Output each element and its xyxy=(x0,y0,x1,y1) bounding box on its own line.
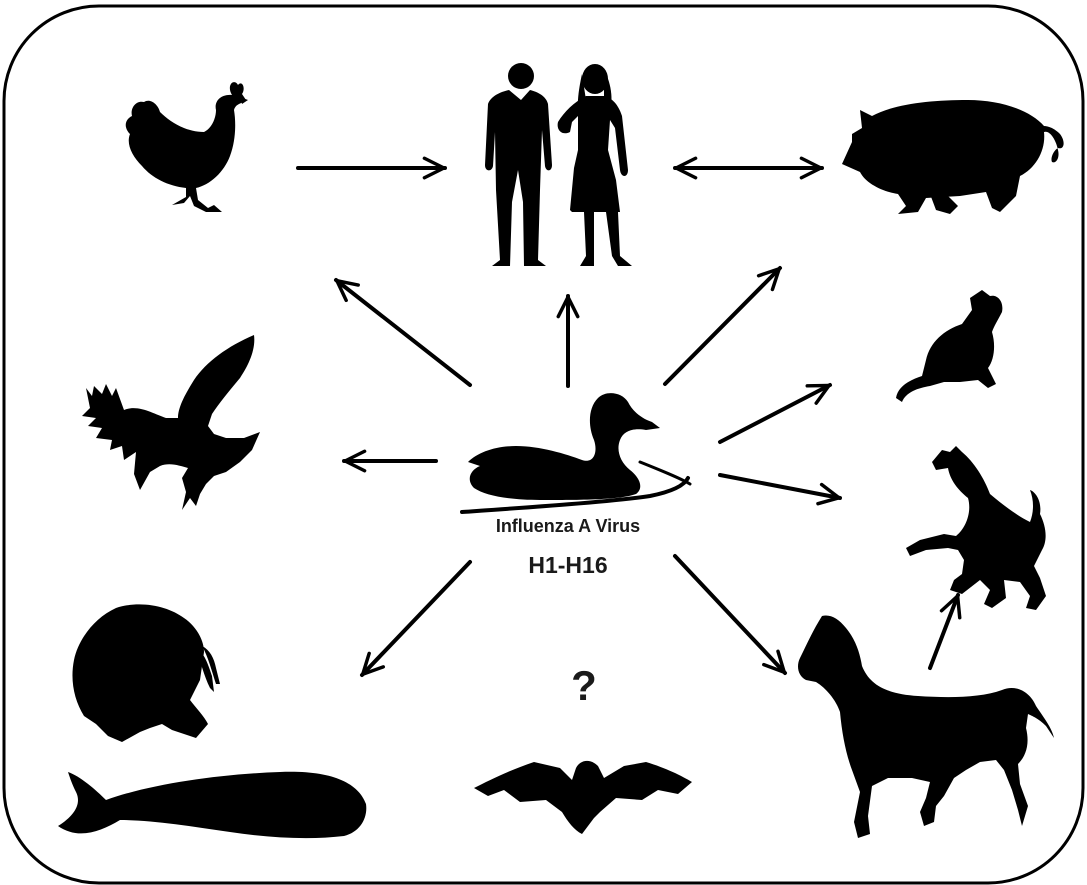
virus-label: Influenza A Virus xyxy=(496,516,640,536)
virus-subtype-label: H1-H16 xyxy=(528,552,607,578)
unknown-host-marker: ? xyxy=(571,662,597,709)
